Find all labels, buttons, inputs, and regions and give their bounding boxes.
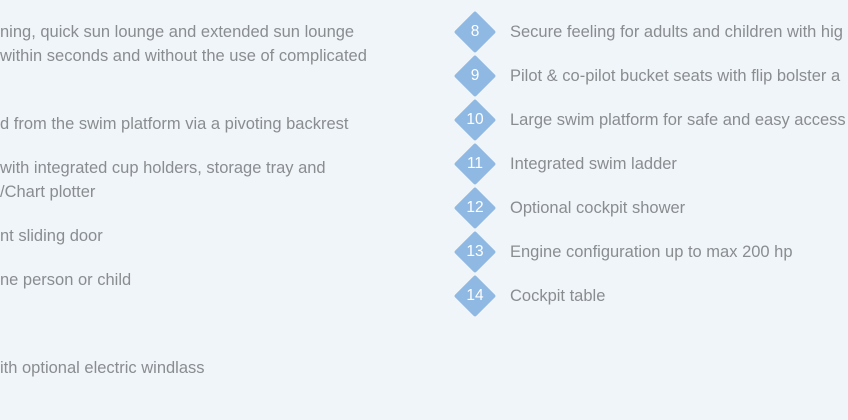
badge-number: 10: [466, 111, 484, 128]
feature-text: Integrated swim ladder: [510, 155, 677, 173]
badge-number: 13: [466, 243, 484, 260]
number-badge: 10: [453, 98, 497, 142]
feature-item: 12 Optional cockpit shower: [452, 186, 848, 231]
feature-text: Cockpit table: [510, 287, 606, 305]
badge-number: 8: [470, 23, 480, 40]
feature-text: Optional cockpit shower: [510, 199, 686, 217]
number-badge: 14: [453, 274, 497, 318]
feature-item: 13 Engine configuration up to max 200 hp: [452, 230, 848, 275]
feature-item: 8 Secure feeling for adults and children…: [452, 10, 848, 55]
badge-number: 9: [470, 67, 480, 84]
left-text-line: d from the swim platform via a pivoting …: [0, 115, 349, 133]
left-text-line: ning, quick sun lounge and extended sun …: [0, 23, 355, 41]
badge-number: 14: [466, 287, 484, 304]
left-text-line: ne person or child: [0, 271, 132, 289]
feature-text: Large swim platform for safe and easy ac…: [510, 111, 846, 129]
number-badge: 9: [453, 54, 497, 98]
number-badge: 12: [453, 186, 497, 230]
badge-number: 11: [466, 155, 484, 172]
feature-list-left: ning, quick sun lounge and extended sun …: [0, 23, 367, 377]
badge-number: 12: [466, 199, 484, 216]
left-text-line: with integrated cup holders, storage tra…: [0, 159, 326, 177]
left-text-line: /Chart plotter: [0, 183, 96, 201]
number-badge: 8: [453, 10, 497, 54]
feature-item: 11 Integrated swim ladder: [452, 142, 848, 187]
number-badge: 11: [453, 142, 497, 186]
feature-item: 14 Cockpit table: [452, 274, 848, 319]
feature-text: Pilot & co-pilot bucket seats with flip …: [510, 67, 841, 85]
feature-item: 10 Large swim platform for safe and easy…: [452, 98, 848, 143]
feature-text: Secure feeling for adults and children w…: [510, 23, 843, 41]
left-text-line: nt sliding door: [0, 227, 103, 245]
left-text-line: ith optional electric windlass: [0, 359, 205, 377]
feature-list-right: 8 Secure feeling for adults and children…: [452, 0, 848, 420]
left-text-line: within seconds and without the use of co…: [0, 47, 367, 65]
feature-item: 9 Pilot & co-pilot bucket seats with fli…: [452, 54, 848, 99]
feature-text: Engine configuration up to max 200 hp: [510, 243, 793, 261]
number-badge: 13: [453, 230, 497, 274]
